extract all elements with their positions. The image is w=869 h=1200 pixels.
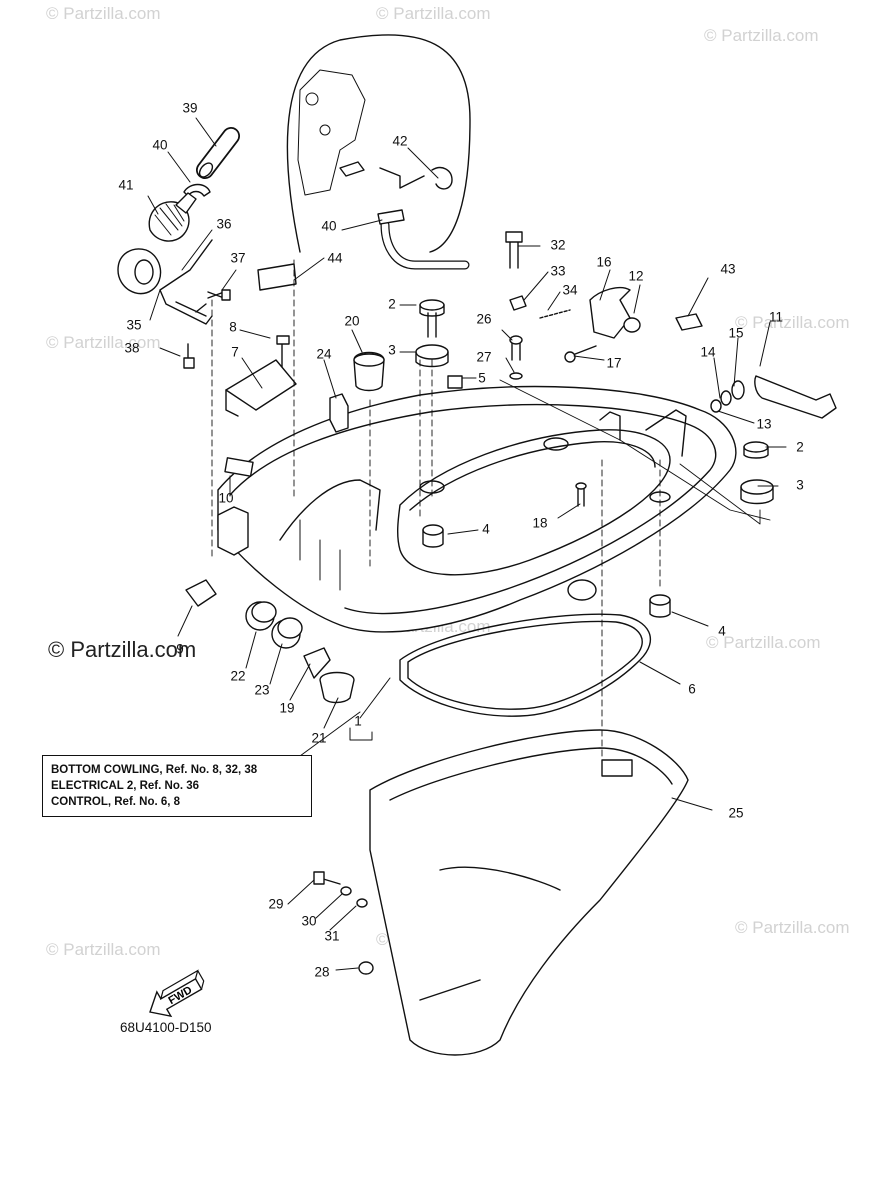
callout-3[interactable]: 3 [388, 342, 396, 358]
reference-box: BOTTOM COWLING, Ref. No. 8, 32, 38 ELECT… [42, 755, 312, 817]
callout-42[interactable]: 42 [392, 133, 408, 149]
callout-16[interactable]: 16 [596, 254, 612, 270]
callout-19[interactable]: 19 [279, 700, 295, 716]
bracket-7 [225, 359, 297, 411]
callout-36[interactable]: 36 [216, 216, 232, 232]
detail-housing [297, 69, 366, 196]
callout-32[interactable]: 32 [550, 237, 566, 253]
callout-40b[interactable]: 40 [321, 218, 337, 234]
callout-34[interactable]: 34 [562, 282, 578, 298]
hose-40b-inner [381, 221, 469, 269]
callout-3b[interactable]: 3 [796, 477, 804, 493]
callout-10[interactable]: 10 [218, 490, 234, 506]
callout-44[interactable]: 44 [327, 250, 343, 266]
watermark: © Partzilla.com [46, 333, 161, 352]
watermark: © Partzilla.com [46, 4, 161, 23]
watermark: © Partzilla.com [735, 313, 850, 332]
callout-2[interactable]: 2 [388, 296, 396, 312]
seal-6 [399, 613, 651, 717]
clip-24 [329, 393, 349, 433]
callout-37[interactable]: 37 [230, 250, 246, 266]
handle-11 [754, 375, 837, 419]
detail-bubble [286, 34, 471, 253]
callout-20[interactable]: 20 [344, 313, 360, 329]
callout-41[interactable]: 41 [118, 177, 134, 193]
callout-30[interactable]: 30 [301, 913, 317, 929]
callout-31[interactable]: 31 [324, 928, 340, 944]
callout-24[interactable]: 24 [316, 346, 332, 362]
callout-26[interactable]: 26 [476, 311, 492, 327]
callout-7[interactable]: 7 [231, 344, 239, 360]
reference-line: CONTROL, Ref. No. 6, 8 [51, 796, 181, 808]
callout-28[interactable]: 28 [314, 964, 330, 980]
callout-4[interactable]: 4 [482, 521, 490, 537]
watermark: © Partzilla.com [376, 4, 491, 23]
callout-23[interactable]: 23 [254, 682, 270, 698]
reference-line: ELECTRICAL 2, Ref. No. 36 [51, 780, 200, 792]
watermark: © Partzilla.com [46, 940, 161, 959]
watermark: © Partzilla.com [735, 918, 850, 937]
callout-2b[interactable]: 2 [796, 439, 804, 455]
callout-14[interactable]: 14 [700, 344, 716, 360]
watermark: © Partzilla.com [706, 633, 821, 652]
callout-8[interactable]: 8 [229, 319, 237, 335]
lower-cover-25 [369, 729, 689, 1056]
plate-10 [224, 457, 254, 477]
callout-9[interactable]: 9 [176, 641, 184, 657]
callout-29[interactable]: 29 [268, 896, 284, 912]
watermark: © Partzilla.com [704, 26, 819, 45]
bottom-cowling [217, 385, 737, 633]
callout-22[interactable]: 22 [230, 668, 246, 684]
reference-line: BOTTOM COWLING, Ref. No. 8, 32, 38 [51, 764, 258, 776]
callout-11[interactable]: 11 [768, 309, 784, 325]
fwd-arrow: FWD [149, 969, 205, 1018]
callout-18[interactable]: 18 [532, 515, 548, 531]
callout-12[interactable]: 12 [628, 268, 644, 284]
callout-15[interactable]: 15 [728, 325, 744, 341]
clip-42 [431, 166, 453, 190]
callout-35[interactable]: 35 [126, 317, 142, 333]
watermark-dark: © Partzilla.com [48, 637, 197, 662]
callout-4b[interactable]: 4 [718, 623, 726, 639]
callout-13[interactable]: 13 [756, 416, 772, 432]
callout-43[interactable]: 43 [720, 261, 736, 277]
callout-39[interactable]: 39 [182, 100, 198, 116]
callout-25[interactable]: 25 [728, 805, 744, 821]
diagram-code: 68U4100-D150 [120, 1020, 212, 1035]
callout-21[interactable]: 21 [311, 730, 327, 746]
callout-40[interactable]: 40 [152, 137, 168, 153]
callout-6[interactable]: 6 [688, 681, 696, 697]
callout-33[interactable]: 33 [550, 263, 566, 279]
callout-1[interactable]: 1 [354, 713, 362, 729]
callout-38[interactable]: 38 [124, 340, 140, 356]
callout-5[interactable]: 5 [478, 370, 486, 386]
callout-27[interactable]: 27 [476, 349, 492, 365]
callout-17[interactable]: 17 [606, 355, 622, 371]
